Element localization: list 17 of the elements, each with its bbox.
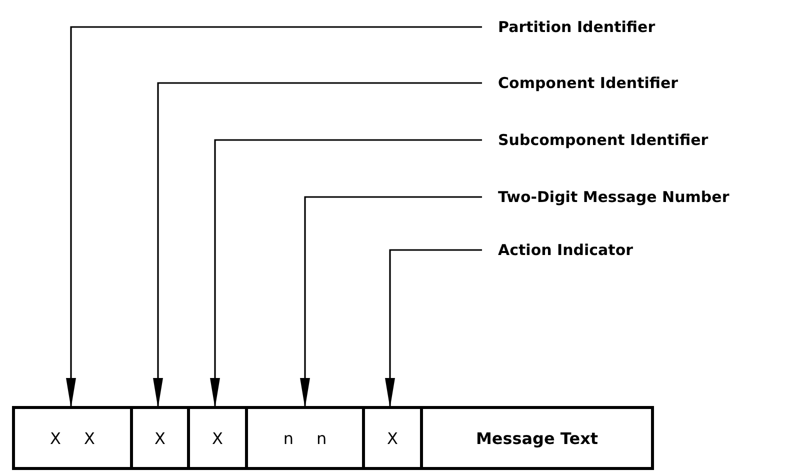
field-cell: X X bbox=[15, 409, 130, 467]
leader-arrow bbox=[300, 196, 482, 408]
callout-label: Partition Identifier bbox=[482, 15, 656, 39]
field-cell: n n bbox=[245, 409, 362, 467]
leader-arrow bbox=[210, 139, 482, 408]
leader-arrow bbox=[385, 249, 482, 408]
message-record-box bbox=[12, 406, 654, 470]
field-cell: X bbox=[187, 409, 245, 467]
callout-label: Action Indicator bbox=[482, 238, 634, 262]
callout-label: Two-Digit Message Number bbox=[482, 185, 730, 209]
leader-arrow bbox=[153, 82, 482, 408]
callout-label: Component Identifier bbox=[482, 71, 678, 95]
callout-label: Subcomponent Identifier bbox=[482, 128, 708, 152]
leader-arrow bbox=[66, 26, 482, 408]
field-cell: X bbox=[130, 409, 187, 467]
field-cell: Message Text bbox=[420, 409, 651, 467]
field-cell: X bbox=[362, 409, 420, 467]
